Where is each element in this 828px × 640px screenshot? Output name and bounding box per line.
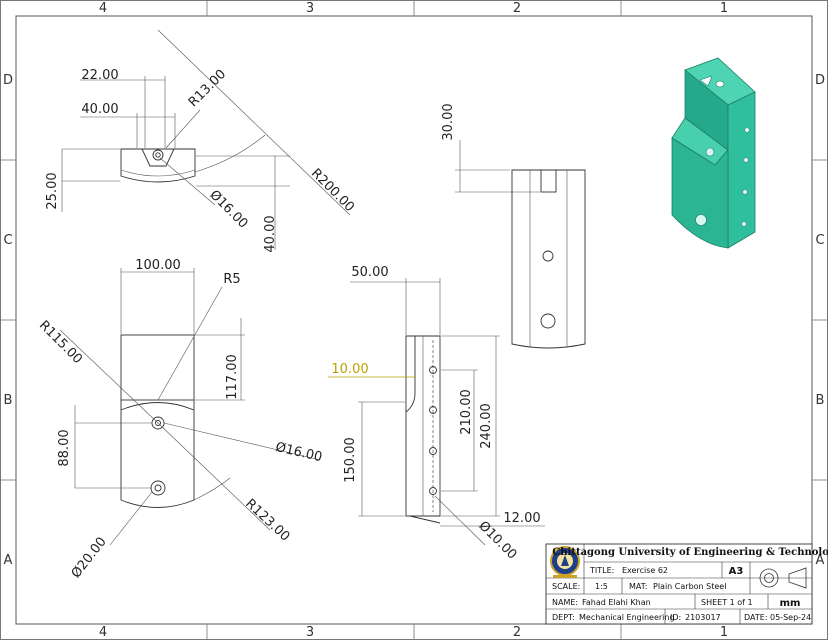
name-value: Fahad Elahi Khan — [582, 598, 651, 607]
zone-row-a-left: A — [4, 553, 13, 568]
dim-22: 22.00 — [81, 68, 118, 83]
front-view — [59, 268, 321, 546]
scale-value: 1:5 — [595, 582, 608, 591]
dim-40-vertical: 40.00 — [263, 215, 278, 252]
sheet-size: A3 — [729, 566, 744, 577]
sheet-number: SHEET 1 of 1 — [701, 598, 753, 607]
dim-40-top: 40.00 — [81, 102, 118, 117]
title-label: TITLE: — [589, 566, 614, 575]
id-label: ID: — [670, 613, 681, 622]
dim-r123: R123.00 — [242, 496, 292, 544]
dim-25: 25.00 — [45, 172, 60, 209]
side-top-view — [455, 140, 586, 349]
date-label: DATE: — [744, 613, 768, 622]
dept-value: Mechanical Engineering — [579, 613, 675, 622]
isometric-model — [671, 57, 756, 249]
dim-r200: R200.00 — [308, 166, 357, 215]
dim-12: 12.00 — [503, 511, 540, 526]
title-block — [545, 543, 813, 625]
name-label: NAME: — [552, 598, 578, 607]
zone-col-4-top: 4 — [99, 1, 107, 16]
id-value: 2103017 — [685, 613, 721, 622]
university-logo — [550, 546, 580, 578]
dim-r13: R13.00 — [186, 67, 229, 110]
date-value: 05-Sep-24 — [770, 613, 811, 622]
dim-210: 210.00 — [459, 389, 474, 435]
top-view — [61, 29, 351, 250]
zone-col-3-top: 3 — [306, 1, 314, 16]
zone-row-c-left: C — [3, 233, 12, 248]
title-value: Exercise 62 — [622, 566, 668, 575]
zone-col-2-top: 2 — [513, 1, 521, 16]
zone-col-3-bottom: 3 — [306, 625, 314, 640]
dim-10-highlight: 10.00 — [331, 362, 368, 377]
zone-row-d-left: D — [3, 73, 13, 88]
zone-col-4-bottom: 4 — [99, 625, 107, 640]
zone-col-1-bottom: 1 — [720, 625, 728, 640]
dim-r5: R5 — [223, 272, 240, 287]
university-name: Chittagong University of Engineering & T… — [552, 547, 828, 558]
material-value: Plain Carbon Steel — [653, 582, 726, 591]
dim-phi16-front: Ø16.00 — [274, 440, 324, 465]
dim-88: 88.00 — [57, 429, 72, 466]
dim-phi16-top: Ø16.00 — [206, 187, 250, 231]
dim-50: 50.00 — [351, 265, 388, 280]
side-view — [328, 278, 545, 546]
zone-row-b-left: B — [4, 393, 13, 408]
dim-100: 100.00 — [135, 258, 181, 273]
zone-row-d-right: D — [815, 73, 825, 88]
zone-row-c-right: C — [815, 233, 824, 248]
dim-phi20: Ø20.00 — [69, 535, 110, 582]
material-label: MAT: — [629, 582, 647, 591]
units: mm — [780, 598, 801, 609]
scale-label: SCALE: — [552, 582, 580, 591]
dim-240: 240.00 — [479, 403, 494, 449]
dept-label: DEPT: — [552, 613, 575, 622]
dim-150: 150.00 — [343, 437, 358, 483]
zone-row-a-right: A — [816, 553, 825, 568]
dim-117: 117.00 — [225, 354, 240, 400]
first-angle-projection-icon — [759, 567, 807, 589]
zone-col-2-bottom: 2 — [513, 625, 521, 640]
zone-col-1-top: 1 — [720, 1, 728, 16]
zone-row-b-right: B — [816, 393, 825, 408]
dim-30: 30.00 — [441, 103, 456, 140]
dim-r115: R115.00 — [36, 318, 85, 367]
